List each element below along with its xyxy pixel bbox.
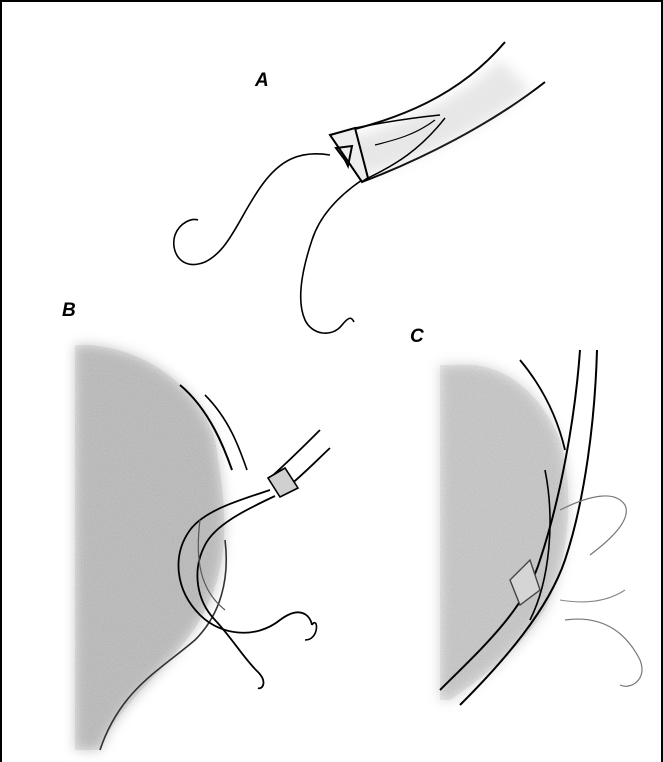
panel-c-illustration bbox=[440, 350, 642, 705]
panel-b-illustration bbox=[75, 345, 330, 750]
panel-label-c: C bbox=[410, 326, 424, 348]
panel-a-illustration bbox=[174, 42, 545, 333]
panel-label-b: B bbox=[62, 300, 76, 322]
panel-label-a: A bbox=[255, 70, 269, 92]
